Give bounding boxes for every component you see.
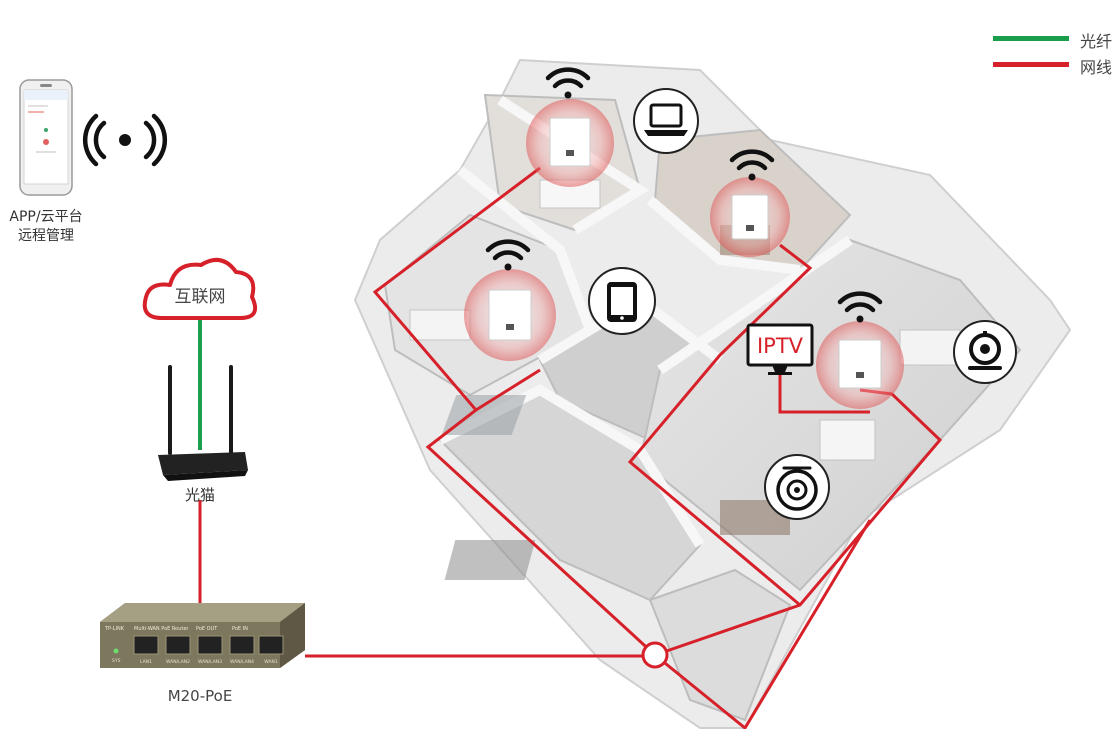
router-model-text: Multi-WAN PoE Router — [134, 626, 189, 632]
router-status-label: SYS — [112, 658, 121, 664]
robot-vacuum-icon — [765, 455, 829, 519]
router-brand: TP-LINK — [104, 626, 125, 632]
smartphone-app — [20, 80, 72, 195]
wireless-signal-icon — [85, 116, 165, 164]
modem-label: 光猫 — [170, 486, 230, 505]
router-port-label: LAN1 — [140, 659, 152, 665]
app-caption-line2: 远程管理 — [0, 227, 102, 246]
m20-poe-router — [100, 603, 305, 668]
router-port-label: WAN/LAN2 — [166, 659, 190, 665]
smartphone-icon — [589, 268, 655, 334]
laptop-icon — [634, 89, 698, 153]
router-group-label: PoE IN — [232, 626, 248, 632]
app-caption: APP/云平台 远程管理 — [0, 208, 102, 246]
security-camera-icon — [954, 321, 1016, 383]
iptv-label: IPTV — [757, 334, 804, 358]
router-port-label: WAN/LAN4 — [230, 659, 254, 665]
router-group-label: PoE OUT — [196, 626, 218, 632]
optical-modem — [158, 365, 248, 481]
access-point-2 — [710, 177, 790, 257]
access-point-4 — [816, 321, 904, 409]
router-label: M20-PoE — [140, 687, 260, 706]
router-port-label: WAN/LAN3 — [198, 659, 222, 665]
cable-junction — [643, 643, 667, 667]
access-point-3 — [464, 269, 556, 361]
app-caption-line1: APP/云平台 — [0, 208, 102, 227]
access-point-1 — [526, 99, 614, 187]
router-port-label: WAN1 — [264, 659, 278, 665]
cloud-label: 互联网 — [175, 287, 226, 307]
